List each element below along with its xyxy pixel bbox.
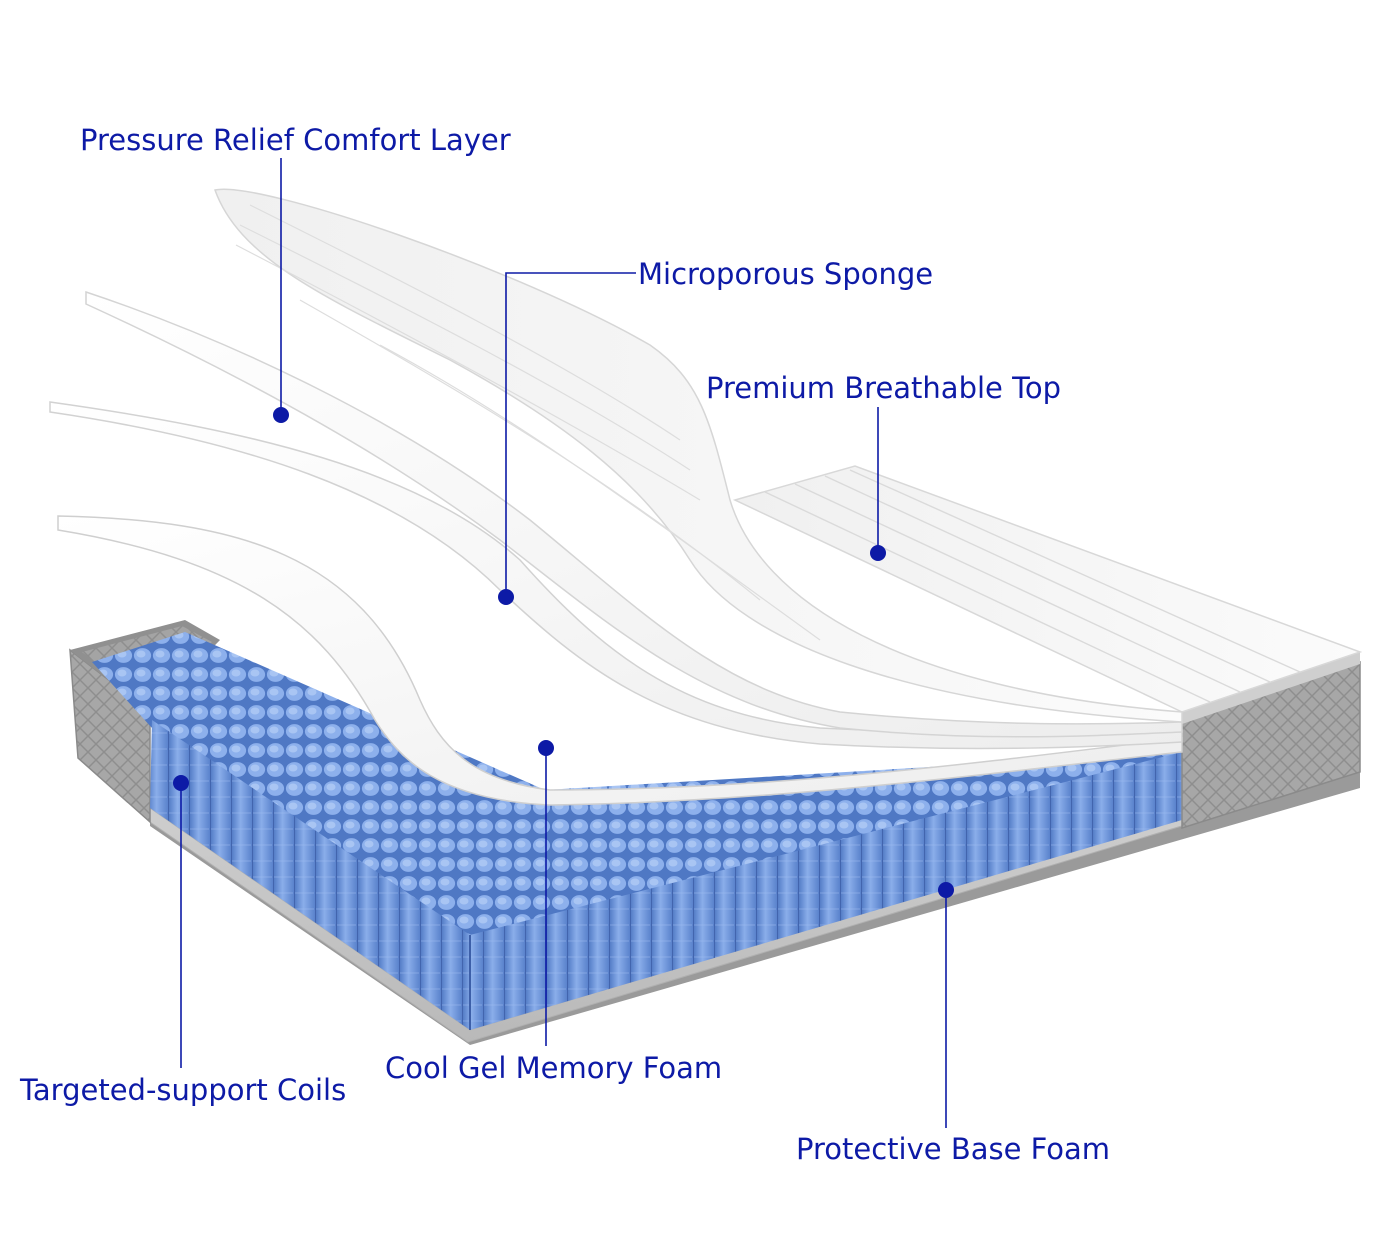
premium-top-dot: [870, 545, 886, 561]
pressure-relief-comfort-layer-label: Pressure Relief Comfort Layer: [80, 123, 511, 157]
gel-foam-dot: [538, 740, 554, 756]
microporous-dot: [498, 589, 514, 605]
coil-right-wall: [470, 752, 1182, 1030]
foam-layers-group: [49, 188, 1363, 806]
protective-base-foam-label: Protective Base Foam: [796, 1132, 1111, 1166]
premium-top-quilt-lines: [764, 469, 1301, 703]
microporous-sponge-layer: [49, 401, 1183, 750]
coil-front-wall: [150, 720, 470, 1030]
premium-top-curled-flap: [214, 188, 1183, 723]
right-border-cap: [1182, 652, 1360, 724]
pressure-relief-dot: [273, 407, 289, 423]
callout-lines: [180, 158, 947, 1128]
microporous-leader: [505, 272, 636, 597]
microporous-sponge-label: Microporous Sponge: [638, 257, 934, 291]
premium-breathable-top-label: Premium Breathable Top: [706, 371, 1062, 405]
cool-gel-memory-foam-layer: [57, 515, 1183, 806]
base-foam-dot: [938, 882, 954, 898]
pressure-relief-comfort-layer: [85, 290, 1183, 738]
coils-dot: [173, 775, 189, 791]
callout-dots: [173, 407, 954, 898]
targeted-support-coils-label: Targeted-support Coils: [20, 1073, 347, 1107]
premium-top-flat-section: [732, 465, 1363, 713]
cool-gel-memory-foam-label: Cool Gel Memory Foam: [385, 1051, 723, 1085]
flap-quilt-lines: [235, 204, 821, 641]
